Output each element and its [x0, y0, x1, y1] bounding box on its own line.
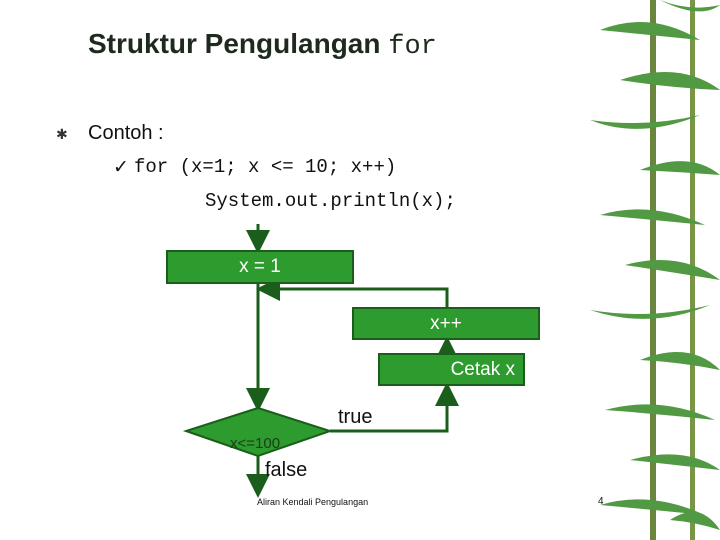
true-label: true [338, 406, 372, 429]
print-box: Cetak x [378, 353, 525, 386]
false-label: false [265, 459, 307, 482]
arrow-increment-to-loop [262, 289, 447, 307]
init-box: x = 1 [166, 250, 354, 284]
increment-box: x++ [352, 307, 540, 340]
footer-text: Aliran Kendali Pengulangan [257, 497, 368, 507]
condition-label: x<=100 [230, 435, 280, 452]
page-number: 4 [598, 496, 604, 507]
